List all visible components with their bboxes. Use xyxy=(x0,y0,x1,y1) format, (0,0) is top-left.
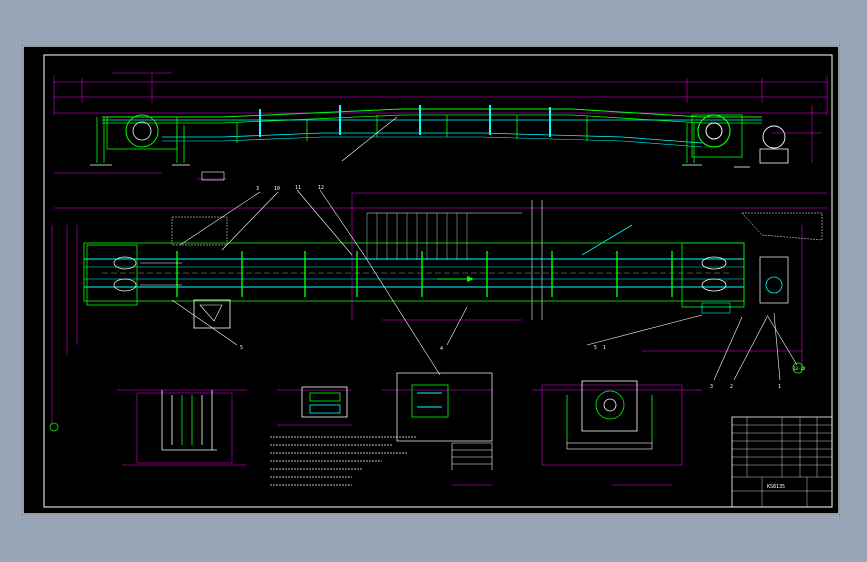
item-number: 1 xyxy=(778,384,781,390)
item-number: 11 xyxy=(295,185,301,191)
item-number-labels: 3 10 11 12 4 5 5 1 3 2 1 13-14 xyxy=(49,185,806,432)
item-number: 1 xyxy=(603,345,606,351)
item-number: 2 xyxy=(730,384,733,390)
inner-frame xyxy=(43,54,833,508)
balloon-marker xyxy=(792,362,804,374)
title-block xyxy=(731,416,833,508)
drawing-number: KS8135 xyxy=(767,484,785,490)
elevation-view xyxy=(53,72,828,181)
item-number: 5 xyxy=(594,345,597,351)
item-number: 3 xyxy=(710,384,713,390)
item-number: 5 xyxy=(240,345,243,351)
item-number: 4 xyxy=(440,346,443,352)
item-number: 12 xyxy=(318,185,324,191)
item-number: 13-14 xyxy=(793,366,806,371)
drawing-sheet: KS8135 3 10 11 12 4 5 5 1 3 2 1 13-14 xyxy=(22,45,840,515)
section-views xyxy=(117,372,702,486)
plan-view xyxy=(51,189,827,425)
item-number: 3 xyxy=(256,186,259,192)
notes-block xyxy=(270,436,417,486)
item-number: 10 xyxy=(274,186,280,192)
outer-frame xyxy=(22,45,840,515)
conveyor-assembly-drawing: KS8135 xyxy=(22,45,840,515)
reference-marker xyxy=(49,422,59,432)
